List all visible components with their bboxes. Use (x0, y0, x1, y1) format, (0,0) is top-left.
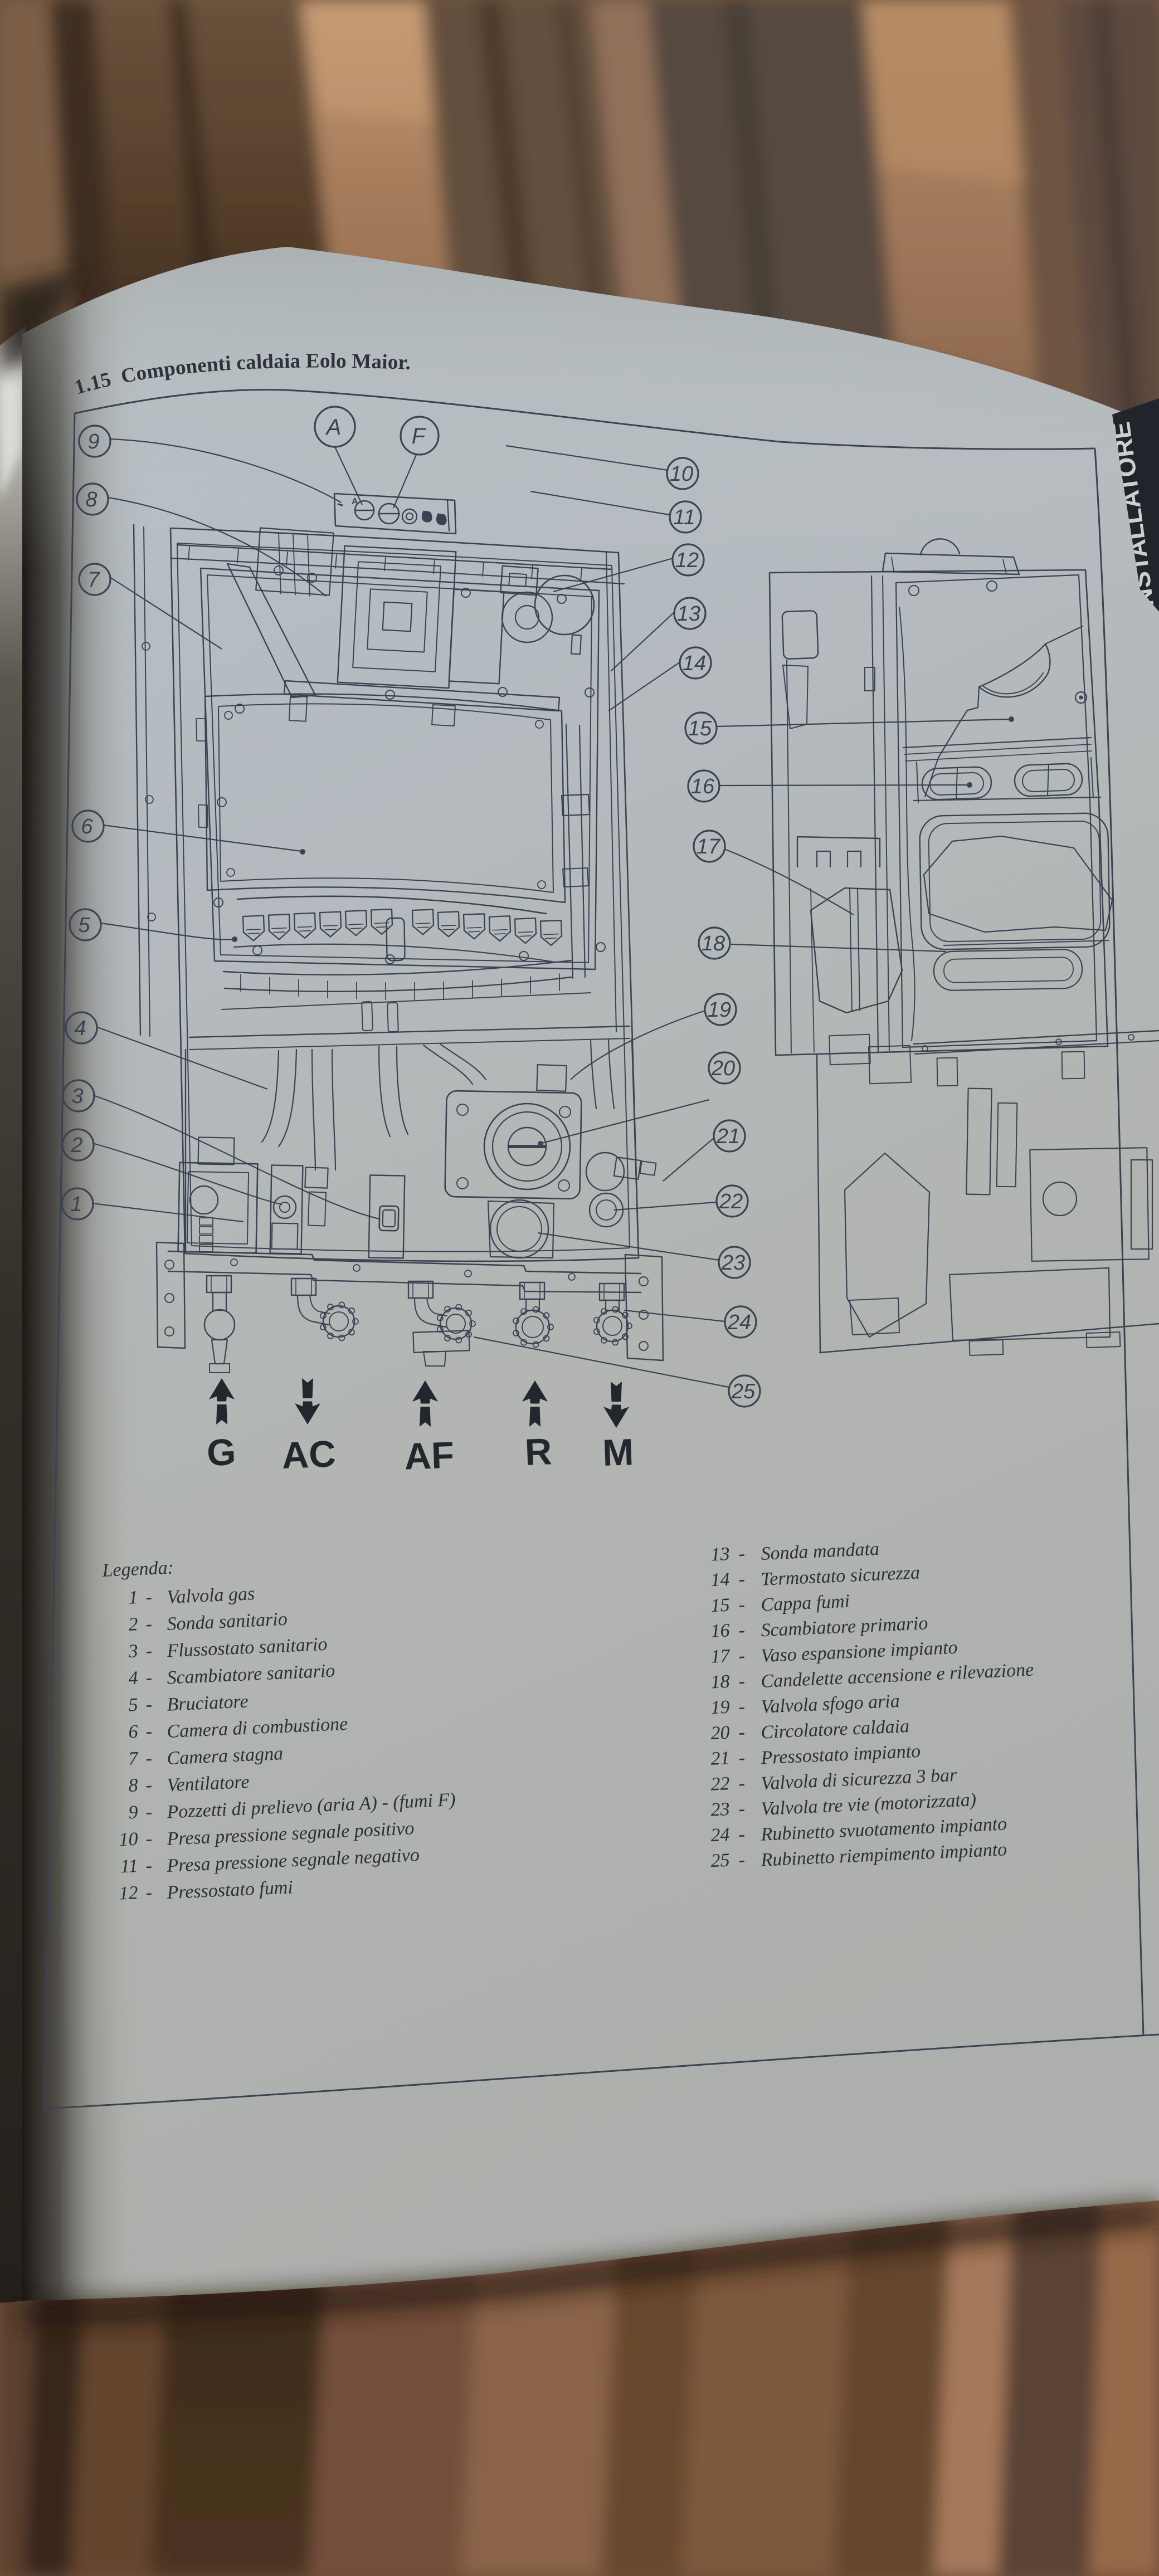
svg-text:-: - (738, 1696, 746, 1717)
svg-text:A: A (352, 497, 358, 506)
svg-text:25: 25 (710, 1850, 731, 1871)
svg-text:4: 4 (128, 1668, 139, 1689)
svg-text:9: 9 (87, 430, 99, 453)
svg-text:-: - (145, 1667, 153, 1688)
svg-text:Cappa fumi: Cappa fumi (761, 1591, 850, 1616)
svg-text:19: 19 (708, 998, 731, 1022)
svg-text:-: - (738, 1722, 746, 1743)
svg-text:-: - (145, 1748, 153, 1769)
svg-text:6: 6 (81, 815, 93, 838)
svg-text:15: 15 (688, 717, 712, 740)
svg-text:-: - (145, 1721, 153, 1742)
svg-text:15: 15 (710, 1595, 731, 1616)
svg-text:-: - (145, 1828, 153, 1849)
svg-text:-: - (145, 1641, 153, 1661)
svg-text:10: 10 (670, 462, 693, 486)
svg-text:17: 17 (697, 835, 721, 858)
svg-text:3: 3 (71, 1085, 83, 1108)
svg-text:10: 10 (119, 1829, 139, 1850)
svg-text:21: 21 (716, 1125, 740, 1148)
svg-text:4: 4 (74, 1017, 86, 1040)
svg-text:12: 12 (119, 1882, 139, 1904)
svg-text:11: 11 (673, 506, 695, 529)
svg-text:24: 24 (727, 1311, 751, 1334)
svg-text:18: 18 (710, 1671, 731, 1692)
svg-text:-: - (738, 1594, 746, 1615)
svg-text:5: 5 (128, 1695, 139, 1716)
svg-text:19: 19 (710, 1697, 731, 1718)
svg-text:-: - (145, 1856, 153, 1876)
svg-text:-: - (738, 1544, 746, 1564)
svg-text:13: 13 (677, 602, 700, 626)
svg-text:2: 2 (70, 1134, 82, 1157)
svg-text:A: A (325, 415, 342, 440)
svg-text:-: - (738, 1748, 746, 1768)
svg-text:20: 20 (711, 1057, 735, 1080)
svg-text:-: - (738, 1850, 746, 1870)
svg-text:16: 16 (710, 1620, 731, 1641)
svg-text:Legenda:: Legenda: (101, 1557, 174, 1581)
svg-text:Ventilatore: Ventilatore (167, 1772, 250, 1796)
svg-text:21: 21 (710, 1748, 731, 1769)
svg-text:9: 9 (128, 1802, 139, 1823)
svg-text:8: 8 (85, 488, 97, 511)
svg-text:-: - (738, 1671, 746, 1692)
svg-text:14: 14 (710, 1569, 731, 1591)
svg-text:-: - (145, 1802, 153, 1822)
svg-text:-: - (145, 1882, 153, 1903)
svg-text:-: - (738, 1620, 746, 1641)
svg-text:AC: AC (281, 1433, 337, 1476)
svg-text:-: - (145, 1694, 153, 1715)
svg-text:17: 17 (710, 1646, 732, 1667)
svg-text:F: F (412, 424, 427, 448)
svg-text:23: 23 (721, 1251, 745, 1275)
svg-text:2: 2 (128, 1614, 139, 1635)
svg-text:-: - (145, 1775, 153, 1796)
svg-text:R: R (524, 1431, 553, 1474)
svg-text:22: 22 (719, 1190, 743, 1213)
svg-text:Valvola gas: Valvola gas (167, 1583, 255, 1608)
svg-text:8: 8 (128, 1775, 139, 1796)
svg-text:24: 24 (710, 1824, 731, 1846)
svg-text:16: 16 (691, 775, 715, 798)
svg-text:Bruciatore: Bruciatore (167, 1691, 249, 1715)
svg-text:7: 7 (87, 568, 100, 592)
svg-text:6: 6 (128, 1721, 139, 1743)
svg-text:11: 11 (120, 1856, 138, 1877)
svg-text:-: - (738, 1824, 746, 1845)
svg-text:25: 25 (731, 1380, 756, 1403)
svg-text:AF: AF (403, 1434, 455, 1477)
svg-text:-: - (145, 1587, 153, 1608)
svg-text:-: - (738, 1569, 746, 1589)
svg-text:13: 13 (710, 1544, 731, 1565)
svg-text:12: 12 (675, 549, 699, 572)
svg-text:14: 14 (683, 652, 706, 675)
svg-text:23: 23 (710, 1799, 731, 1820)
svg-text:-: - (738, 1646, 746, 1666)
svg-text:-: - (145, 1614, 153, 1635)
svg-text:20: 20 (710, 1723, 731, 1744)
svg-text:22: 22 (710, 1773, 731, 1794)
svg-text:-: - (738, 1799, 746, 1819)
svg-text:1: 1 (128, 1587, 139, 1608)
svg-text:-: - (738, 1773, 746, 1794)
svg-text:1: 1 (70, 1193, 82, 1216)
svg-text:M: M (602, 1431, 634, 1474)
svg-text:5: 5 (78, 914, 90, 937)
svg-text:7: 7 (128, 1748, 140, 1769)
svg-text:Camera stagna: Camera stagna (167, 1743, 284, 1769)
svg-text:G: G (206, 1431, 237, 1474)
svg-text:18: 18 (702, 932, 725, 955)
svg-text:3: 3 (128, 1641, 139, 1662)
